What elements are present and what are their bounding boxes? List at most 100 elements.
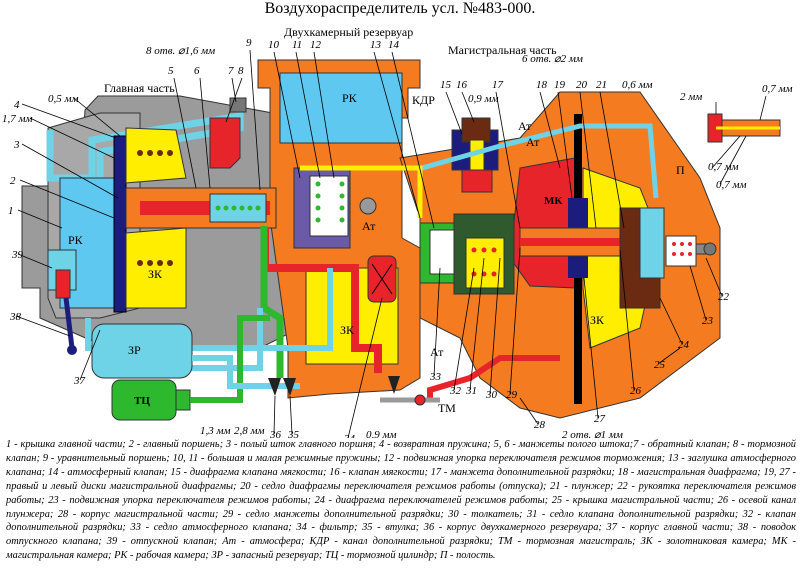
dim-holes-2: 2 отв. ⌀1 мм (562, 429, 623, 438)
part-36: 36 (269, 429, 282, 438)
filter-outlet (388, 376, 400, 394)
dim-17: 1,7 мм (2, 113, 33, 125)
air-distributor-diagram: Двухкамерный резервуар Главная часть Маг… (2, 25, 793, 438)
part-21: 21 (596, 79, 607, 91)
part-1: 1 (8, 205, 14, 217)
part-20: 20 (576, 79, 588, 91)
label-rk-left: РК (68, 233, 84, 247)
part-13: 13 (370, 39, 382, 51)
cavity-dots (672, 242, 692, 256)
label-zk-left: ЗК (148, 267, 163, 281)
label-at-2: Ат (518, 119, 532, 133)
label-at-4: Ат (430, 345, 444, 359)
label-at-1: Ат (362, 219, 376, 233)
main-piston (113, 135, 127, 313)
part-number-labels: 1 2 3 4 5 6 7 8 9 10 11 12 13 14 15 16 1… (8, 37, 730, 438)
magistral-chamber-mk (509, 157, 576, 289)
part-4: 4 (14, 99, 20, 111)
mode-spring-dots (315, 181, 345, 223)
filter-mesh (371, 263, 393, 295)
dim-2mm: 2 мм (680, 91, 702, 103)
dim-05: 0,5 мм (48, 93, 79, 105)
mode-switch-cavity (665, 235, 697, 267)
dim-07c: 0,7 мм (716, 179, 747, 191)
part-17: 17 (492, 79, 504, 91)
part-11: 11 (292, 39, 302, 51)
dim-07a: 0,7 мм (762, 83, 793, 95)
tm-valve (414, 394, 426, 406)
dim-13: 1,3 мм (200, 425, 231, 437)
part-6: 6 (194, 65, 200, 77)
part-27: 27 (594, 413, 606, 425)
return-spring-coils (137, 150, 173, 266)
section-magistral-part: Магистральная часть (448, 43, 557, 57)
part-31: 31 (465, 385, 477, 397)
label-tc: ТЦ (134, 395, 150, 407)
label-rk-top: РК (342, 91, 358, 105)
legend: 1 - крышка главной части; 2 - главный по… (6, 439, 796, 562)
reserve-tank-zr (91, 323, 193, 379)
part-29: 29 (506, 389, 518, 401)
release-valve-knob (67, 345, 77, 355)
magistral-cyan-line (421, 123, 659, 199)
bushing-36 (268, 378, 281, 396)
mode-handle-knob (703, 242, 717, 256)
label-at-3: Ат (526, 135, 540, 149)
part-14: 14 (388, 39, 400, 51)
label-tm: ТМ (438, 401, 456, 415)
release-valve-lever (63, 297, 75, 349)
blue-channel-left (85, 268, 333, 351)
part-16: 16 (456, 79, 468, 91)
part-37: 37 (73, 375, 86, 387)
label-p: П (676, 163, 685, 177)
atmosphere-port-circle (359, 197, 377, 215)
tm-channel (427, 355, 560, 400)
dim-09: 0,9 мм (468, 93, 499, 105)
dim-06: 0,6 мм (622, 79, 653, 91)
part-38: 38 (9, 311, 22, 323)
label-zr: ЗР (128, 343, 141, 357)
softness-valve-red (461, 169, 493, 193)
part-33: 33 (429, 371, 442, 383)
label-mk: МК (544, 195, 562, 207)
tc-pipe (190, 315, 270, 403)
part-19: 19 (554, 79, 566, 91)
part-7: 7 (228, 65, 234, 77)
release-valve-inner (55, 269, 71, 299)
diagram-title: Воздухораспределитель усл. №483-000. (264, 0, 536, 17)
plunger-channel-26 (520, 238, 650, 246)
mode-switch-cyan (639, 207, 665, 279)
softness-valve-inner (461, 117, 491, 143)
part-23: 23 (702, 315, 714, 327)
part-24: 24 (678, 339, 690, 351)
dim-28: 2,8 мм (234, 425, 265, 437)
part-9: 9 (246, 37, 252, 49)
part-25: 25 (654, 359, 666, 371)
label-zk-right: ЗК (590, 313, 605, 327)
part-2: 2 (10, 175, 16, 187)
part-32: 32 (449, 385, 462, 397)
bushing-35 (283, 378, 296, 396)
part-28: 28 (534, 419, 546, 431)
part-26: 26 (630, 385, 642, 397)
label-kdr: КДР (412, 93, 435, 107)
dim-09b: 0,9 мм (366, 429, 397, 438)
part-22: 22 (718, 291, 730, 303)
part-18: 18 (536, 79, 548, 91)
section-main-part: Главная часть (104, 81, 175, 95)
part-39: 39 (11, 249, 24, 261)
part-30: 30 (485, 389, 498, 401)
dim-holes-6: 6 отв. ⌀2 мм (522, 53, 583, 65)
brake-cylinder-cap (175, 389, 191, 411)
part-35: 35 (287, 429, 300, 438)
part-5: 5 (168, 65, 174, 77)
insert-dots (215, 205, 261, 211)
leader-lines (15, 49, 767, 438)
brake-valve-red (209, 117, 241, 169)
main-zk-lower (125, 227, 187, 309)
part-34: 34 (343, 433, 356, 438)
section-two-chamber: Двухкамерный резервуар (284, 25, 413, 39)
part-3: 3 (13, 139, 20, 151)
valve-spring-dots (471, 247, 497, 277)
zr-pipe (192, 355, 300, 389)
